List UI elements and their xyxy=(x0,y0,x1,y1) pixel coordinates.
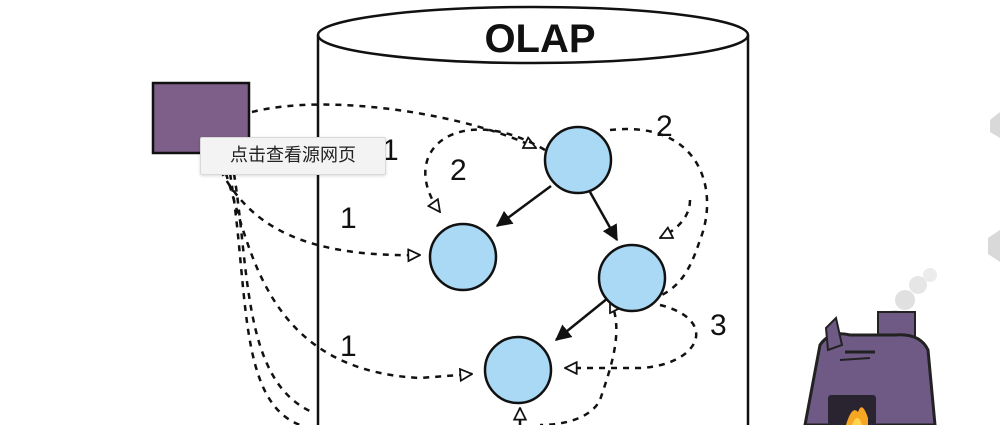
edge-return-right xyxy=(660,199,692,240)
watermark-shapes xyxy=(988,112,1000,262)
edge-right-to-bottom xyxy=(565,303,698,368)
edge-source-down-2 xyxy=(226,161,301,425)
edge-right-to-bottom-solid xyxy=(554,297,609,341)
edge-label: 2 xyxy=(656,110,673,143)
node-right xyxy=(597,243,667,313)
edge-top-to-left-solid xyxy=(495,184,552,228)
node-top xyxy=(543,125,613,195)
edge-top-to-right-solid xyxy=(588,191,619,242)
edge-source-down xyxy=(230,161,313,414)
cylinder-title: OLAP xyxy=(484,17,595,61)
edge-top-loop xyxy=(609,127,709,302)
edge-bottom-loop xyxy=(539,300,616,425)
edge-label: 1 xyxy=(340,330,357,363)
edge-source-to-left-node xyxy=(213,159,420,255)
olap-cylinder xyxy=(316,5,750,425)
node-left xyxy=(428,222,498,292)
edge-label: 3 xyxy=(710,309,727,342)
node-bottom xyxy=(483,335,553,405)
edge-label: 2 xyxy=(450,154,467,187)
edge-source-to-top-node xyxy=(251,103,536,150)
edge-label: 1 xyxy=(340,202,357,235)
view-source-tooltip[interactable]: 点击查看源网页 xyxy=(200,137,386,175)
edge-top-to-left-dashed xyxy=(424,128,546,212)
mascot-illustration xyxy=(803,268,937,425)
edge-label: 1 xyxy=(382,134,399,167)
